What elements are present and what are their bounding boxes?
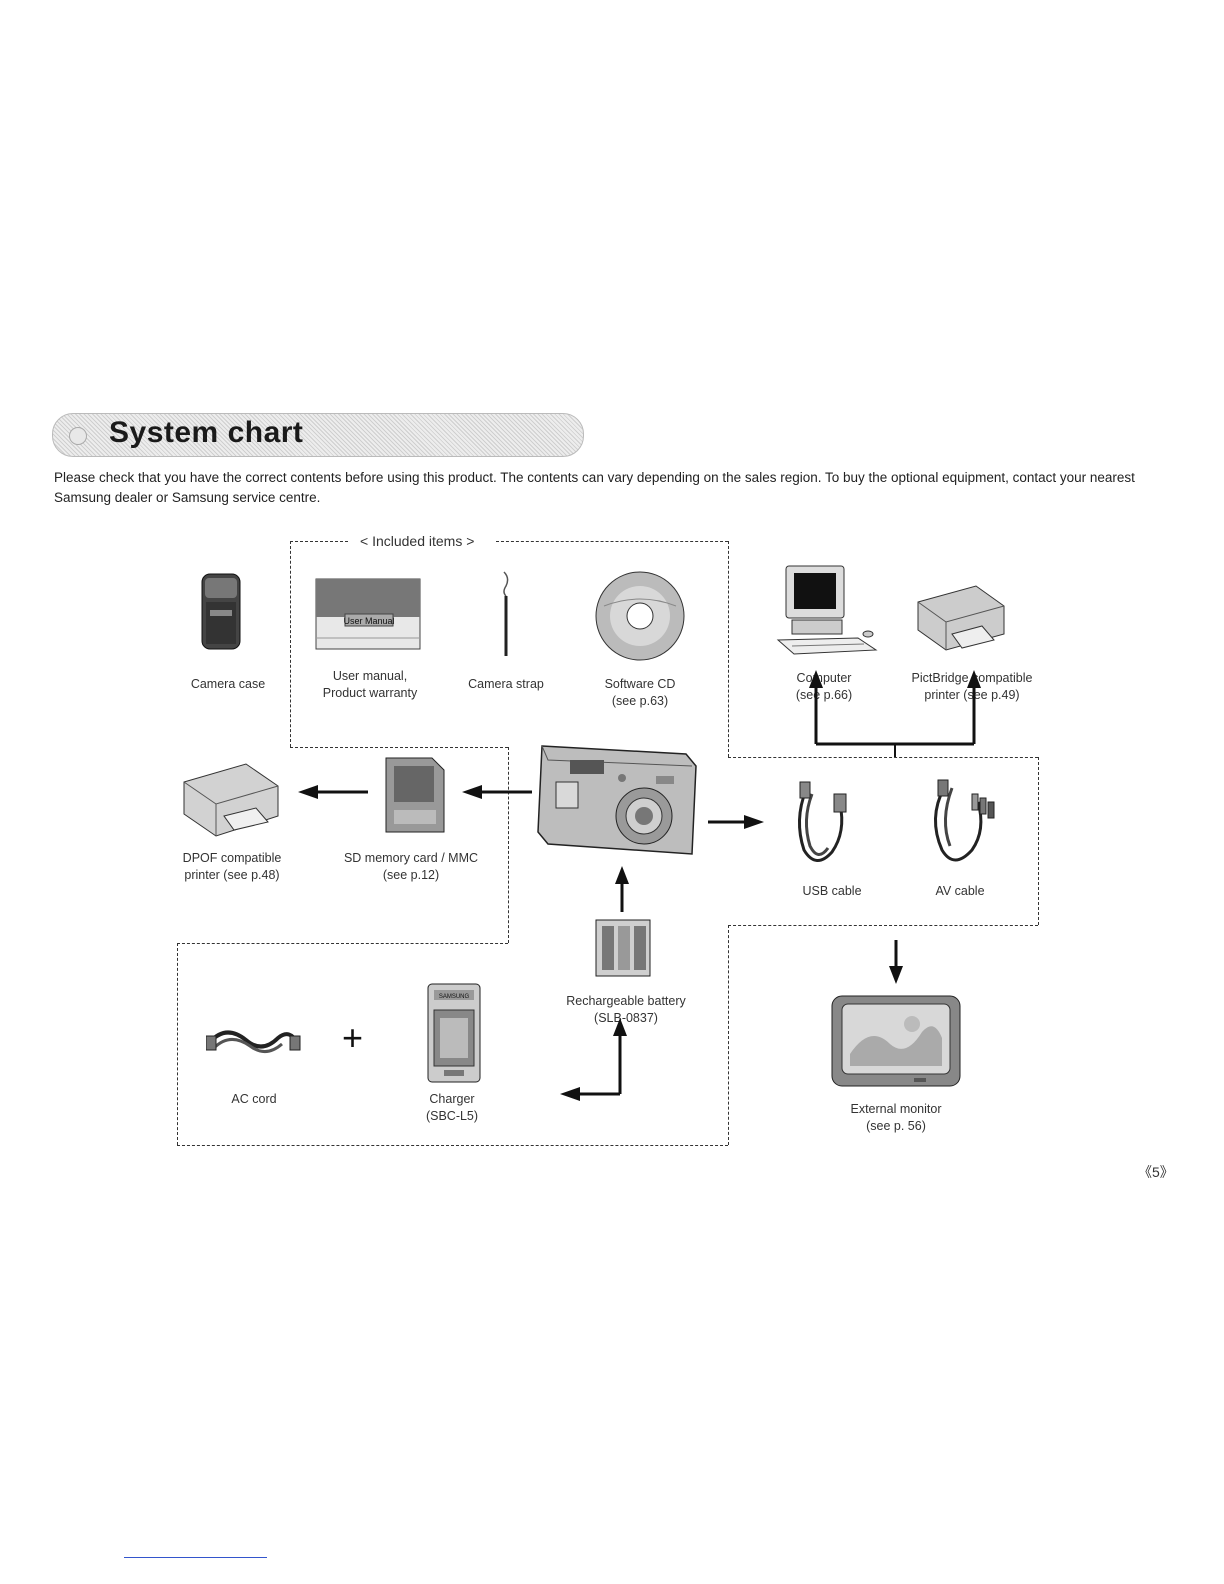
- cable-frame-right: [1038, 757, 1039, 925]
- up-arrows-to-pc-printer: [800, 660, 990, 760]
- camera-strap-icon: [496, 570, 516, 658]
- rechargeable-battery-icon: [594, 918, 652, 978]
- computer-icon: [772, 562, 878, 662]
- external-monitor-label: External monitor (see p. 56): [826, 1101, 966, 1135]
- plus-sign: +: [342, 1018, 363, 1058]
- arrow-to-external-monitor: [886, 940, 906, 984]
- footer-divider: [124, 1557, 267, 1558]
- included-items-label: < Included items >: [360, 533, 474, 550]
- power-frame-left: [177, 943, 178, 1145]
- sd-card-icon: [384, 756, 446, 834]
- sd-card-label: SD memory card / MMC (see p.12): [336, 850, 486, 884]
- av-cable-label: AV cable: [910, 883, 1010, 900]
- included-frame-left: [290, 541, 291, 747]
- user-manual-icon: User Manual: [315, 578, 421, 650]
- dpof-printer-label: DPOF compatible printer (see p.48): [162, 850, 302, 884]
- banner-bullet-icon: [69, 427, 87, 445]
- arrow-to-cables: [708, 812, 764, 832]
- included-frame-bottom: [290, 747, 508, 748]
- charger-label: Charger (SBC-L5): [402, 1091, 502, 1125]
- cable-frame-bottom: [728, 925, 1038, 926]
- arrow-to-sd-card: [462, 782, 534, 802]
- external-monitor-icon: [830, 994, 962, 1090]
- arrow-charger-to-battery: [560, 1018, 636, 1102]
- camera-case-label: Camera case: [180, 676, 276, 693]
- arrow-battery-to-camera: [612, 866, 632, 914]
- usb-cable-icon: [788, 780, 858, 872]
- av-cable-icon: [924, 778, 998, 872]
- charger-brand-text: SAMSUNG: [439, 994, 470, 1000]
- manual-cover-text: User Manual: [343, 616, 394, 626]
- usb-cable-label: USB cable: [782, 883, 882, 900]
- page-number: 《5》: [1138, 1162, 1174, 1182]
- software-cd-label: Software CD (see p.63): [590, 676, 690, 710]
- power-frame-bottom: [177, 1145, 728, 1146]
- camera-case-icon: [198, 570, 244, 652]
- user-manual-label: User manual, Product warranty: [300, 668, 440, 702]
- included-frame-top-right: [496, 541, 728, 542]
- included-frame-mid: [508, 747, 509, 943]
- power-frame-right: [728, 925, 729, 1145]
- dpof-printer-icon: [180, 758, 284, 838]
- software-cd-icon: [594, 570, 686, 662]
- intro-paragraph: Please check that you have the correct c…: [54, 468, 1154, 508]
- ac-cord-label: AC cord: [204, 1091, 304, 1108]
- arrow-to-dpof-printer: [298, 782, 370, 802]
- included-frame-top-left: [290, 541, 348, 542]
- digital-camera-icon: [536, 736, 700, 858]
- page-title: System chart: [109, 416, 303, 450]
- camera-strap-label: Camera strap: [458, 676, 554, 693]
- pictbridge-printer-icon: [912, 582, 1012, 652]
- charger-icon: SAMSUNG: [426, 982, 482, 1084]
- title-banner: System chart: [52, 413, 584, 457]
- ac-cord-icon: [206, 1018, 302, 1064]
- included-frame-right: [728, 541, 729, 757]
- power-frame-top: [177, 943, 508, 944]
